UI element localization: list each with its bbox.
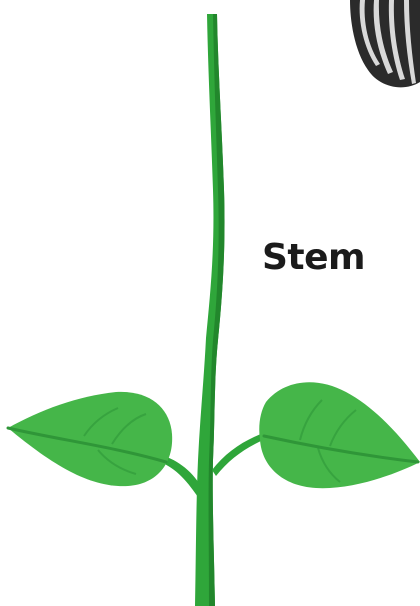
left-leaf [8, 392, 172, 486]
stem-label: Stem [262, 236, 365, 280]
seed-icon [350, 0, 420, 87]
right-petiole [212, 432, 268, 476]
stem-shape [195, 14, 225, 606]
right-leaf [259, 382, 420, 488]
